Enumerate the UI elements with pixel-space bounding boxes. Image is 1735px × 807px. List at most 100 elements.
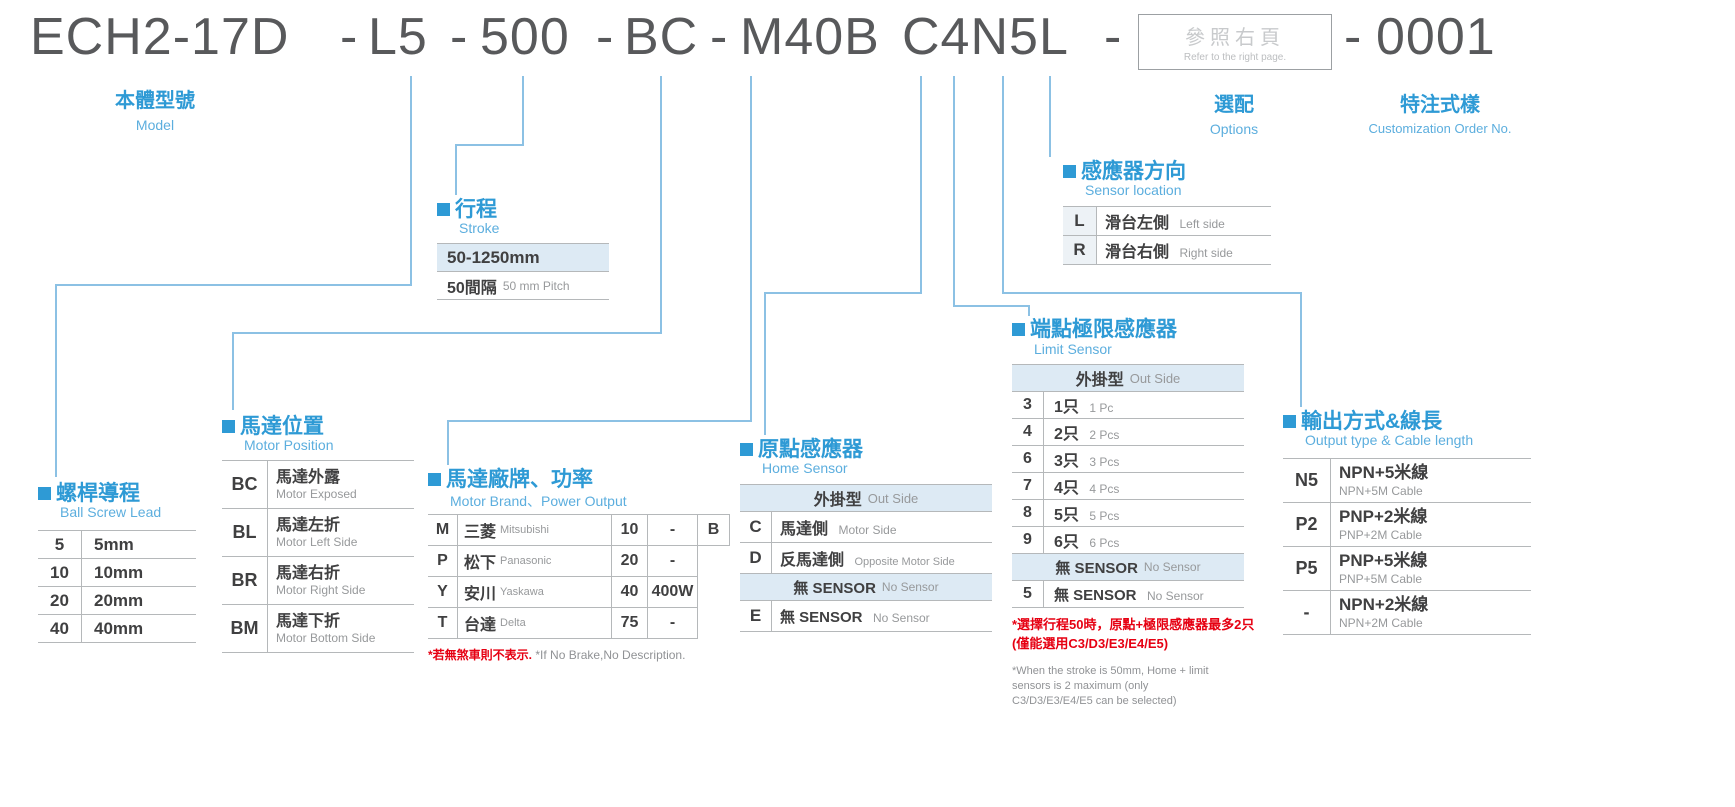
code-cell: D (740, 543, 772, 573)
code-separator: - (596, 8, 615, 66)
value-zh: 無 SENSOR (780, 608, 863, 626)
value-zh: 無 SENSOR (1054, 586, 1137, 604)
table-row: 7 4只 4 Pcs (1012, 473, 1244, 500)
value-cell: 馬達側 Motor Side (772, 515, 897, 539)
table-row: 4 2只 2 Pcs (1012, 419, 1244, 446)
code-cell: 10 (38, 559, 82, 586)
value-cell: 馬達左折 Motor Left Side (268, 516, 357, 550)
value-en: Motor Bottom Side (276, 630, 376, 645)
value-cell: 5只 5 Pcs (1044, 501, 1119, 525)
home-sensor-title-zh: 原點感應器 (758, 438, 863, 461)
code-cell: 5 (38, 531, 82, 558)
brand-zh: 松下 (464, 555, 497, 572)
motor-brand-title: 馬達廠牌、功率 (428, 463, 593, 493)
home-sensor-title: 原點感應器 (740, 433, 863, 463)
connector-line (447, 420, 449, 465)
value-cell: PNP+5米線 PNP+5M Cable (1331, 551, 1427, 586)
value-cell: 5mm (94, 534, 134, 554)
connector-line (1002, 76, 1004, 292)
table-row: 5 5mm (38, 531, 196, 559)
connector-line (522, 76, 524, 144)
output-type-table: N5 NPN+5米線 NPN+5M Cable P2 PNP+2米線 PNP+2… (1283, 458, 1531, 635)
group-header-no-sensor: 無 SENSOR No Sensor (740, 574, 992, 601)
code-cell: P2 (1283, 503, 1331, 546)
code-cell: P5 (1283, 547, 1331, 590)
brand-en: Delta (500, 617, 526, 629)
table-row: R 滑台右側 Right side (1063, 236, 1271, 265)
value-en: Left side (1179, 217, 1225, 231)
table-row: E 無 SENSOR No Sensor (740, 601, 992, 632)
stroke-table: 50-1250mm 50間隔 50 mm Pitch (437, 243, 609, 300)
brand-zh: 三菱 (464, 524, 497, 541)
options-box-text-en: Refer to the right page. (1183, 52, 1287, 63)
stroke-range: 50-1250mm (447, 247, 540, 267)
motor-position-title: 馬達位置 (222, 410, 324, 440)
group-en: Out Side (867, 490, 919, 506)
value-cell: 2只 2 Pcs (1044, 420, 1119, 444)
model-label: 本體型號 Model (30, 84, 280, 133)
group-en: No Sensor (881, 580, 939, 594)
connector-line (455, 144, 457, 195)
code-motor-position: BC (624, 8, 699, 66)
sensor-location-title-zh: 感應器方向 (1081, 160, 1186, 183)
sensor-location-subtitle: Sensor location (1085, 182, 1182, 198)
code-cell: L (1063, 207, 1097, 235)
blue-square-icon (740, 443, 753, 456)
stroke-pitch-en: 50 mm Pitch (502, 278, 570, 293)
value-cell: 馬達右折 Motor Right Side (268, 564, 365, 598)
brand-en: Yaskawa (500, 586, 544, 598)
value-zh: 反馬達側 (780, 552, 845, 569)
connector-line (232, 332, 662, 334)
table-row: Y 安川 Yaskawa 40 400W (428, 577, 698, 608)
brand-zh: 台達 (464, 617, 497, 634)
value-zh: NPN+5米線 (1339, 463, 1429, 483)
blue-square-icon (1283, 415, 1296, 428)
brand-cell: 台達 Delta (458, 608, 612, 638)
connector-line (750, 76, 752, 420)
code-model: ECH2-17D (30, 8, 290, 66)
value-zh: PNP+2米線 (1339, 507, 1428, 527)
brand-en: Mitsubishi (500, 524, 549, 536)
stroke-pitch-row: 50間隔 50 mm Pitch (437, 272, 609, 300)
table-row: 5 無 SENSOR No Sensor (1012, 581, 1244, 608)
value-en: No Sensor (1146, 588, 1204, 603)
model-label-en: Model (135, 117, 175, 133)
value-cell: NPN+5米線 NPN+5M Cable (1331, 463, 1428, 498)
value-en: Motor Exposed (276, 486, 357, 501)
stroke-title-zh: 行程 (455, 198, 497, 221)
code-cell: E (740, 601, 772, 631)
group-zh: 外掛型 (1075, 372, 1124, 389)
blue-square-icon (428, 473, 441, 486)
code-cell: 40 (38, 615, 82, 642)
code-cell: N5 (1283, 459, 1331, 502)
value-cell: PNP+2米線 PNP+2M Cable (1331, 507, 1427, 542)
power-cell: 10 (612, 515, 648, 545)
watt-cell: - (648, 546, 698, 576)
customization-label: 特注式樣 Customization Order No. (1340, 88, 1540, 136)
options-box-text-zh: 參照右頁 (1185, 27, 1285, 49)
connector-line (1028, 305, 1030, 316)
limit-sensor-note-red: *選擇行程50時，原點+極限感應器最多2只 (僅能選用C3/D3/E3/E4/E… (1012, 617, 1255, 651)
code-cell: 5 (1012, 581, 1044, 607)
value-zh: 2只 (1054, 426, 1079, 443)
value-zh: 馬達側 (780, 521, 829, 538)
code-lead: L5 (368, 8, 428, 66)
table-row: 6 3只 3 Pcs (1012, 446, 1244, 473)
limit-sensor-title-zh: 端點極限感應器 (1030, 318, 1177, 341)
value-en: 1 Pc (1089, 401, 1114, 415)
code-cell: Y (428, 577, 458, 607)
value-cell: 10mm (94, 562, 144, 582)
value-zh: 3只 (1054, 453, 1079, 470)
connector-line (55, 284, 57, 477)
brand-en: Panasonic (500, 555, 552, 567)
motor-position-table: BC 馬達外露 Motor Exposed BL 馬達左折 Motor Left… (222, 460, 414, 653)
motor-brand-table: M 三菱 Mitsubishi 10 - B P 松下 Panasonic 20… (428, 514, 730, 639)
stroke-title: 行程 (437, 193, 497, 223)
sensor-location-table: L 滑台左側 Left side R 滑台右側 Right side (1063, 206, 1271, 265)
value-zh: 5只 (1054, 507, 1079, 524)
table-row: 40 40mm (38, 615, 196, 643)
watt-cell: - (648, 515, 698, 545)
value-zh: PNP+5米線 (1339, 551, 1428, 571)
home-sensor-subtitle: Home Sensor (762, 460, 848, 476)
table-row: BM 馬達下折 Motor Bottom Side (222, 605, 414, 653)
